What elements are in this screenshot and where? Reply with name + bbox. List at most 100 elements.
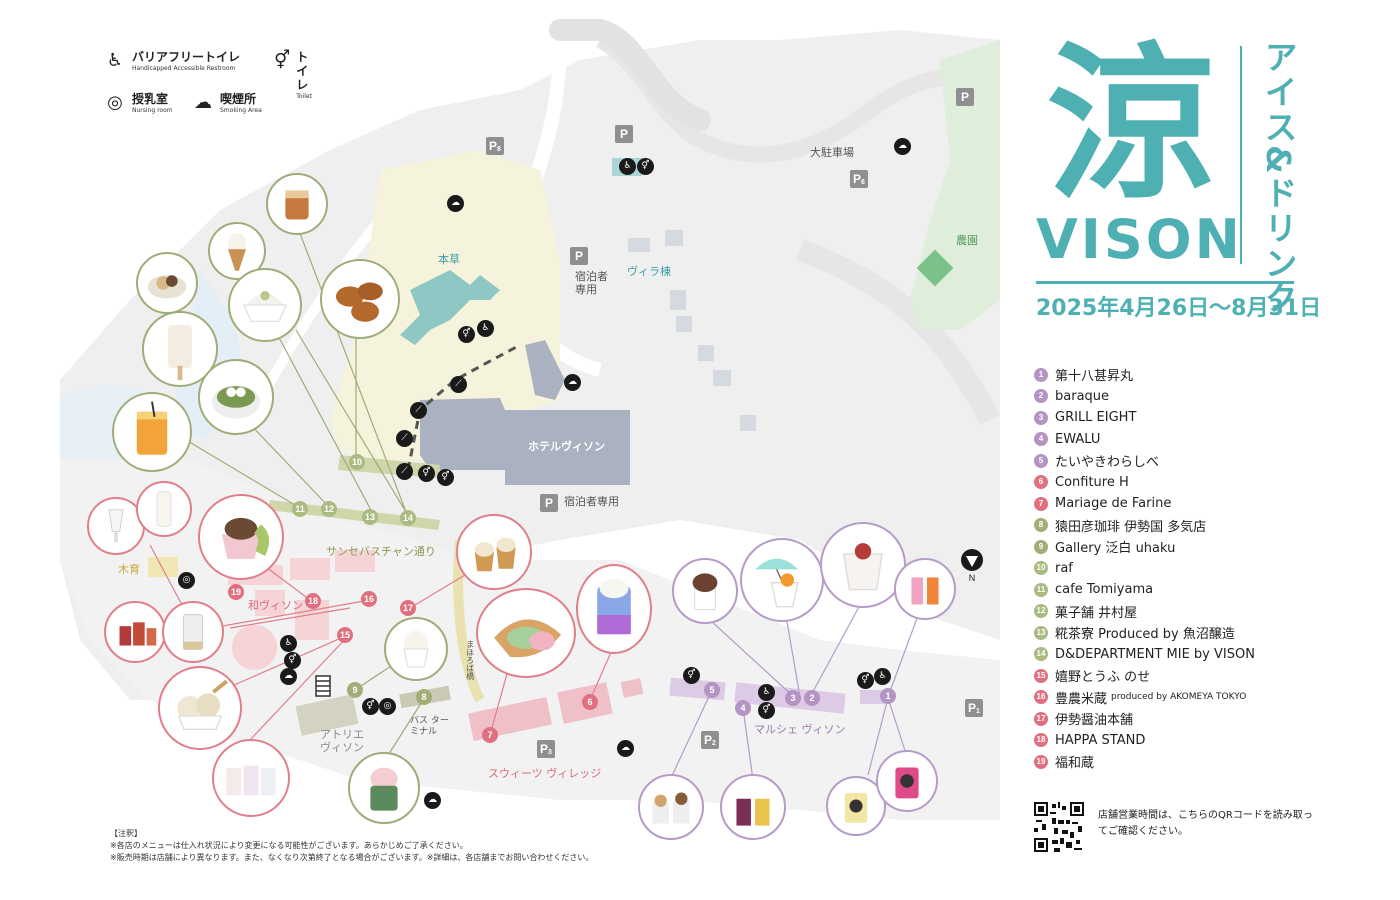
map-marker-17[interactable]: 17 [400,600,416,616]
photo-matcha-soft-serve [348,752,420,824]
toilet-icon: ⚥ [458,326,475,343]
area-label-guest-only: 宿泊者専用 [575,270,608,297]
map-legend: ♿ バリアフリートイレ Handicapped Accessible Restr… [104,50,312,122]
store-number-badge: 1 [1034,367,1048,382]
parking-icon-p8: P8 [486,137,504,155]
map-marker-12[interactable]: 12 [321,501,337,517]
toilet-icon: ⚥ [683,667,700,684]
store-name: Mariage de Farine [1055,496,1172,512]
photo-parfait-cup [198,494,284,580]
store-name: Gallery 泛白 uhaku [1055,541,1176,557]
map-marker-11[interactable]: 11 [292,501,308,517]
parking-icon-p2: P2 [701,731,719,749]
photo-blue-soda-float [576,564,652,654]
toilet-icon: ⚥ [362,698,379,715]
photo-dorayaki [320,259,400,339]
notes-heading: 【注釈】 [110,829,142,838]
map-marker-9[interactable]: 9 [347,682,363,698]
store-name: raf [1055,560,1073,576]
escalator-icon: ⟋ [396,463,413,480]
smoking-area-icon: ☁ [617,740,634,757]
toilet-icon: ⚥ [637,158,654,175]
area-label-bus-terminal: バス ターミナル [410,716,449,737]
store-name: 糀茶寮 Produced by 魚沼醸造 [1055,627,1235,643]
legend-toilet: ⚥ トイレ Toilet [274,50,318,102]
notes-line: ※販売時期は店舗により異なります。また、なくなり次第終了となる場合がございます。… [110,853,594,862]
escalator-icon: ⟋ [410,402,427,419]
map-marker-3[interactable]: 3 [785,690,801,706]
smoking-area-icon: ☁ [424,792,441,809]
photo-iced-drink-cup [162,601,224,663]
legend-label: 喫煙所 [220,92,257,106]
store-number-badge: 4 [1034,432,1048,447]
map-marker-10[interactable]: 10 [349,454,365,470]
title-divider-horizontal [1036,281,1294,284]
area-label-mahoroba: まほろば橋 [465,640,475,680]
photo-jam-jars [104,601,166,663]
accessible-toilet-icon: ♿ [280,635,297,652]
escalator-icon: ⟋ [396,430,413,447]
map-marker-19[interactable]: 19 [228,584,244,600]
map-marker-8[interactable]: 8 [416,689,432,705]
store-name: baraque [1055,388,1110,404]
store-name: cafe Tomiyama [1055,582,1154,598]
accessible-toilet-icon: ♿ [758,684,775,701]
map-marker-7[interactable]: 7 [482,727,498,743]
venue-map: 本草 ヴィラ棟 宿泊者専用 大駐車場 農園 ホテルヴィソン 宿泊者専用 サンセバ… [60,19,1000,840]
photo-mochi-bar [142,311,218,387]
store-name-note: produced by AKOMEYA TOKYO [1111,692,1247,703]
map-marker-16[interactable]: 16 [361,591,377,607]
parking-icon-p3: P3 [537,740,555,758]
photo-croissant-cone [476,588,576,678]
store-number-badge: 11 [1034,582,1048,597]
store-number-badge: 14 [1034,647,1048,662]
smoking-area-icon: ☁ [894,138,911,155]
map-marker-5[interactable]: 5 [704,682,720,698]
photo-cocktail-umbrella [740,538,824,622]
parking-icon: P [540,494,558,512]
area-label-hotel: ホテルヴィソン [528,440,605,453]
store-list-item[interactable]: 11 cafe Tomiyama [1034,579,1374,601]
map-marker-4[interactable]: 4 [735,700,751,716]
smoking-area-icon: ☁ [194,92,212,113]
photo-soft-serve-cup [384,617,448,681]
map-marker-2[interactable]: 2 [804,690,820,706]
accessible-toilet-icon: ♿ [874,668,891,685]
map-marker-6[interactable]: 6 [582,694,598,710]
parking-icon: P [570,247,588,265]
map-marker-13[interactable]: 13 [362,509,378,525]
parking-icon: P [615,125,633,143]
notes-line: ※各店のメニューは仕入れ状況により変更になる可能性がございます。あらかじめご了承… [110,841,468,850]
accessible-toilet-icon: ♿ [619,158,636,175]
legend-sublabel: Toilet [296,93,312,100]
map-marker-15[interactable]: 15 [337,627,353,643]
map-marker-18[interactable]: 18 [305,593,321,609]
area-label-farm: 農園 [956,234,978,247]
store-number-badge: 12 [1034,604,1048,619]
map-marker-1[interactable]: 1 [880,688,896,704]
area-label-villa: ヴィラ棟 [627,265,671,278]
legend-accessible-toilet: ♿ バリアフリートイレ Handicapped Accessible Restr… [104,50,240,74]
escalator-icon: ⟋ [450,376,467,393]
qr-code-icon[interactable] [1034,802,1084,852]
map-marker-14[interactable]: 14 [400,510,416,526]
